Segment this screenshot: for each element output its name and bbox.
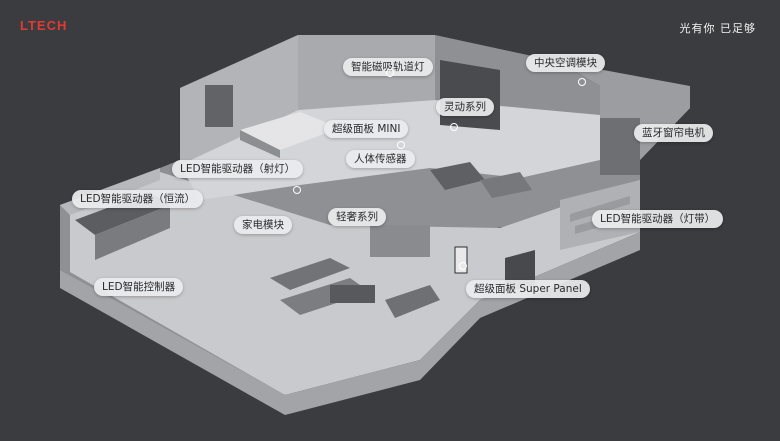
label-curtain-motor: 蓝牙窗帘电机 [634,124,713,142]
label-human-sensor: 人体传感器 [346,150,415,168]
label-led-driver-strip: LED智能驱动器（灯带） [592,210,724,228]
marker-track-light [386,69,394,77]
label-super-panel-mini: 超级面板 MINI [324,120,409,138]
brand-logo: LTECH [20,18,68,33]
label-central-ac: 中央空调模块 [526,54,605,72]
label-track-light: 智能磁吸轨道灯 [343,58,433,76]
label-led-controller: LED智能控制器 [94,278,184,296]
marker-led-driver-spot [293,186,301,194]
marker-super-panel-mini [397,141,405,149]
label-led-driver-spot: LED智能驱动器（射灯） [172,160,304,178]
marker-super-panel [459,262,467,270]
marker-lingdong [450,123,458,131]
brand-slogan: 光有你 已足够 [679,22,756,35]
label-super-panel: 超级面板 Super Panel [466,280,590,298]
label-led-driver-constant: LED智能驱动器（恒流） [72,190,204,208]
marker-central-ac [578,78,586,86]
label-appliance-module: 家电模块 [234,216,292,234]
label-lingdong-series: 灵动系列 [436,98,494,116]
label-qingshe-series: 轻奢系列 [328,208,386,226]
